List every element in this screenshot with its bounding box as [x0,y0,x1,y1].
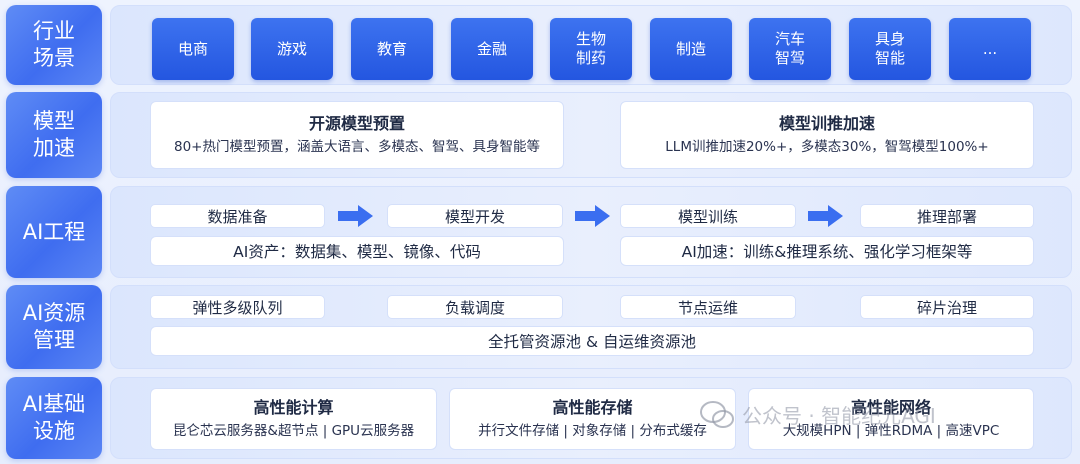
card-title: 高性能存储 [552,398,633,417]
card-title: 高性能计算 [253,398,334,417]
industry-item-embodied-ai[interactable]: 具身 智能 [849,18,931,80]
infra-panel: 高性能计算 昆仑芯云服务器&超节点 | GPU云服务器 高性能存储 并行文件存储… [110,377,1072,459]
card-subtitle: 昆仑芯云服务器&超节点 | GPU云服务器 [172,423,415,439]
industry-item-autonomous-driving[interactable]: 汽车 智驾 [749,18,831,80]
engineering-panel: 数据准备 模型开发 模型训练 推理部署 AI资产：数据集、模型、镜像、代码 AI… [110,186,1072,278]
acceleration-panel: 开源模型预置 80+热门模型预置，涵盖大语言、多模态、智驾、具身智能等 模型训推… [110,92,1072,178]
row-label-resource: AI资源 管理 [6,285,102,369]
card-title: 开源模型预置 [308,114,405,133]
card-title: 高性能网络 [850,398,931,417]
bar-ai-acceleration[interactable]: AI加速：训练&推理系统、强化学习框架等 [620,236,1034,266]
industry-item-education[interactable]: 教育 [351,18,433,80]
row-label-acceleration: 模型 加速 [6,92,102,178]
card-subtitle: 大规模HPN | 弹性RDMA | 高速VPC [782,423,1000,439]
step-model-train[interactable]: 模型训练 [620,204,796,228]
industry-item-finance[interactable]: 金融 [451,18,533,80]
bar-ai-assets[interactable]: AI资产：数据集、模型、镜像、代码 [150,236,564,266]
arrow-right-icon [808,205,843,227]
pill-node-ops[interactable]: 节点运维 [620,295,796,319]
industry-item-biopharma[interactable]: 生物 制药 [550,18,632,80]
industry-item-manufacturing[interactable]: 制造 [650,18,732,80]
row-label-engineering: AI工程 [6,186,102,278]
industry-panel: 电商 游戏 教育 金融 生物 制药 制造 汽车 智驾 具身 智能 ... [110,5,1072,85]
step-model-dev[interactable]: 模型开发 [387,204,563,228]
bar-resource-pools[interactable]: 全托管资源池 & 自运维资源池 [150,326,1034,356]
pill-fragment-governance[interactable]: 碎片治理 [860,295,1034,319]
row-label-industry: 行业 场景 [6,5,102,85]
arrow-right-icon [338,205,373,227]
card-network[interactable]: 高性能网络 大规模HPN | 弹性RDMA | 高速VPC [748,388,1034,450]
industry-item-ecommerce[interactable]: 电商 [152,18,234,80]
industry-item-gaming[interactable]: 游戏 [251,18,333,80]
card-subtitle: LLM训推加速20%+，多模态30%，智驾模型100%+ [665,139,989,155]
industry-item-more[interactable]: ... [949,18,1031,80]
card-hpc[interactable]: 高性能计算 昆仑芯云服务器&超节点 | GPU云服务器 [150,388,437,450]
card-train-infer-acceleration[interactable]: 模型训推加速 LLM训推加速20%+，多模态30%，智驾模型100%+ [620,101,1034,169]
pill-load-scheduling[interactable]: 负载调度 [387,295,563,319]
card-open-source-models[interactable]: 开源模型预置 80+热门模型预置，涵盖大语言、多模态、智驾、具身智能等 [150,101,564,169]
card-subtitle: 80+热门模型预置，涵盖大语言、多模态、智驾、具身智能等 [174,139,540,155]
pill-elastic-queue[interactable]: 弹性多级队列 [150,295,325,319]
row-label-infra: AI基础 设施 [6,377,102,459]
step-inference-deploy[interactable]: 推理部署 [860,204,1034,228]
card-title: 模型训推加速 [778,114,875,133]
arrow-right-icon [575,205,610,227]
card-subtitle: 并行文件存储 | 对象存储 | 分布式缓存 [478,423,707,439]
step-data-prep[interactable]: 数据准备 [150,204,325,228]
card-storage[interactable]: 高性能存储 并行文件存储 | 对象存储 | 分布式缓存 [449,388,736,450]
resource-panel: 弹性多级队列 负载调度 节点运维 碎片治理 全托管资源池 & 自运维资源池 [110,285,1072,369]
